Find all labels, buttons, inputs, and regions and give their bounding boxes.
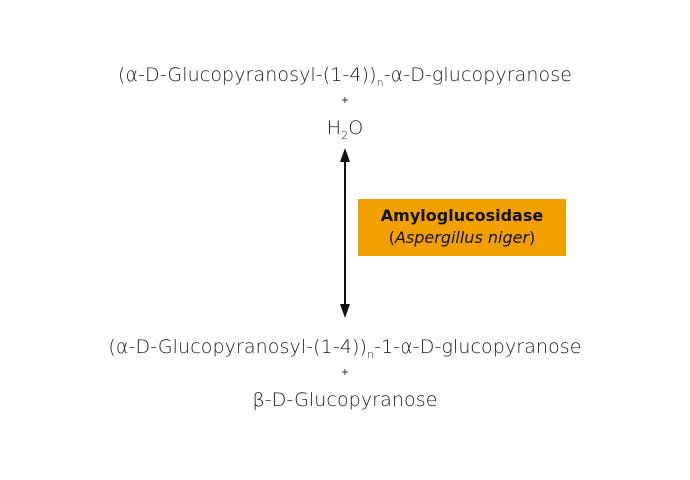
water-suffix: O — [348, 117, 364, 139]
oligo-suffix: -1-α-D-glucopyranose — [374, 336, 582, 358]
substrate-formula: (α-D-Glucopyranosyl-(1-4))n-α-D-glucopyr… — [0, 64, 690, 89]
reactant-plus: + — [340, 95, 350, 106]
enzyme-source-organism: Aspergillus niger — [394, 228, 530, 247]
water-prefix: H — [326, 117, 342, 139]
enzyme-source-open: ( — [388, 228, 395, 247]
oligo-subscript: n — [367, 348, 375, 361]
enzyme-name: Amyloglucosidase — [380, 206, 544, 225]
enzyme-source-close: ) — [529, 228, 536, 247]
enzyme-box: Amyloglucosidase (Aspergillus niger) — [358, 199, 566, 256]
arrow-head-down — [340, 304, 350, 318]
substrate-prefix: (α-D-Glucopyranosyl-(1-4)) — [117, 64, 377, 86]
oligo-product-formula: (α-D-Glucopyranosyl-(1-4))n-1-α-D-glucop… — [0, 336, 690, 361]
substrate-suffix: -α-D-glucopyranose — [383, 64, 573, 86]
water-subscript: 2 — [341, 129, 349, 142]
glucose-product: β-D-Glucopyranose — [252, 389, 438, 411]
water-formula: H2O — [0, 117, 690, 142]
enzyme-source: (Aspergillus niger) — [358, 227, 566, 249]
product-plus: + — [340, 367, 350, 378]
oligo-prefix: (α-D-Glucopyranosyl-(1-4)) — [108, 336, 368, 358]
arrow-head-up — [340, 148, 350, 162]
substrate-subscript: n — [376, 76, 384, 89]
